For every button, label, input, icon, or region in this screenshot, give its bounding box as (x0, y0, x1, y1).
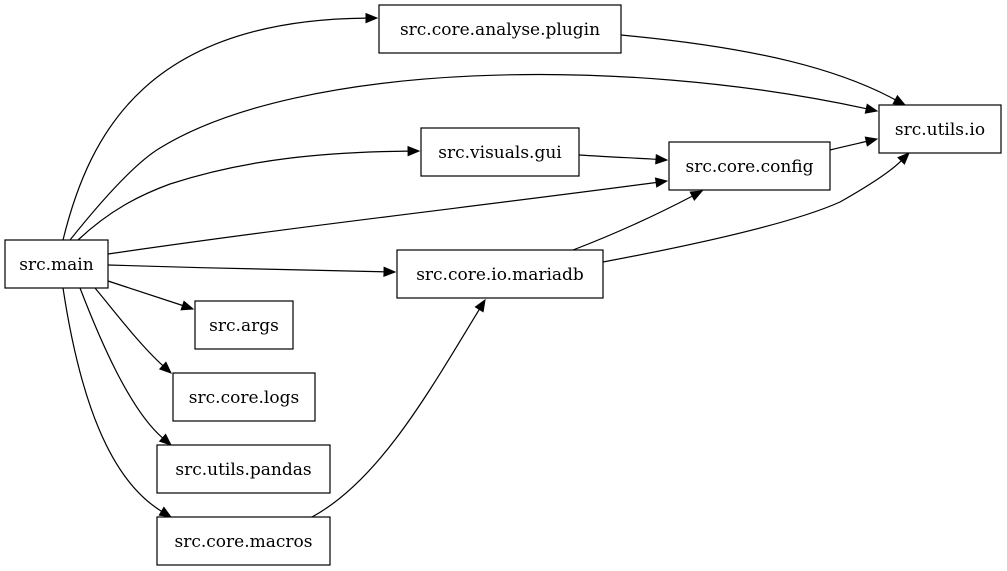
edge-line (578, 154, 657, 160)
node-gui: src.visuals.gui (420, 127, 580, 177)
node-label: src.visuals.gui (438, 143, 562, 163)
node-macros: src.core.macros (156, 516, 331, 566)
edge-main-to-pandas (79, 287, 172, 446)
node-plugin: src.core.analyse.plugin (378, 4, 622, 54)
edge-main-to-utils_io (69, 73, 879, 241)
edge-main-to-mariadb (107, 264, 397, 278)
node-box (878, 104, 1002, 154)
node-box (668, 141, 831, 191)
edge-main-to-macros (62, 287, 173, 518)
arrow-head (474, 298, 486, 313)
node-box (378, 4, 622, 54)
edge-line (572, 195, 693, 251)
arrow-head (897, 152, 910, 165)
arrow-head (689, 190, 704, 201)
node-box (172, 372, 316, 422)
edge-line (107, 264, 385, 273)
arrow-head (158, 361, 172, 374)
arrow-head (864, 103, 879, 114)
edge-mariadb-to-config (572, 190, 704, 251)
node-box (156, 516, 331, 566)
node-box (4, 239, 109, 289)
node-label: src.core.logs (189, 388, 299, 408)
node-box (194, 300, 294, 350)
edge-line (107, 280, 183, 307)
edge-gui-to-config (578, 154, 669, 165)
edge-line (69, 73, 867, 241)
edge-line (107, 181, 657, 255)
node-mariadb: src.core.io.mariadb (396, 249, 604, 299)
edge-line (829, 140, 867, 151)
edges-layer (62, 12, 910, 518)
node-label: src.utils.pandas (175, 460, 311, 480)
edge-plugin-to-utils_io (620, 34, 907, 106)
node-label: src.core.analyse.plugin (400, 20, 600, 40)
edge-line (94, 287, 164, 367)
arrow-head (180, 300, 195, 311)
node-label: src.core.config (685, 157, 813, 177)
arrow-head (407, 145, 421, 157)
arrow-head (655, 154, 669, 165)
node-label: src.core.macros (175, 532, 313, 552)
node-main: src.main (4, 239, 109, 289)
edge-main-to-plugin (62, 12, 379, 241)
node-label: src.core.io.mariadb (416, 265, 584, 285)
edge-main-to-config (107, 177, 669, 255)
edge-line (62, 17, 367, 241)
node-label: src.main (19, 255, 93, 275)
arrow-head (892, 94, 907, 106)
node-label: src.args (209, 316, 279, 336)
node-config: src.core.config (668, 141, 831, 191)
node-logs: src.core.logs (172, 372, 316, 422)
arrow-head (365, 12, 379, 24)
edge-line (311, 309, 480, 518)
node-args: src.args (194, 300, 294, 350)
edge-line (620, 34, 896, 101)
arrow-head (383, 266, 397, 278)
arrow-head (864, 136, 879, 147)
edge-line (602, 160, 902, 263)
node-label: src.utils.io (895, 120, 985, 140)
node-utils-io: src.utils.io (878, 104, 1002, 154)
edge-main-to-logs (94, 287, 172, 374)
node-box (156, 444, 331, 494)
edge-mariadb-to-utils_io (602, 152, 910, 263)
node-pandas: src.utils.pandas (156, 444, 331, 494)
edge-line (62, 287, 162, 512)
node-box (396, 249, 604, 299)
arrow-head (158, 506, 173, 518)
edge-main-to-args (107, 280, 195, 311)
node-box (420, 127, 580, 177)
edge-main-to-gui (77, 145, 421, 241)
edge-line (79, 287, 163, 439)
arrow-head (158, 433, 172, 446)
edge-config-to-utils_io (829, 136, 879, 151)
edge-macros-to-mariadb (311, 298, 486, 518)
arrow-head (654, 177, 669, 188)
edge-line (77, 150, 409, 241)
nodes-layer: src.main src.core.analyse.plugin src.utils… (4, 4, 1002, 566)
